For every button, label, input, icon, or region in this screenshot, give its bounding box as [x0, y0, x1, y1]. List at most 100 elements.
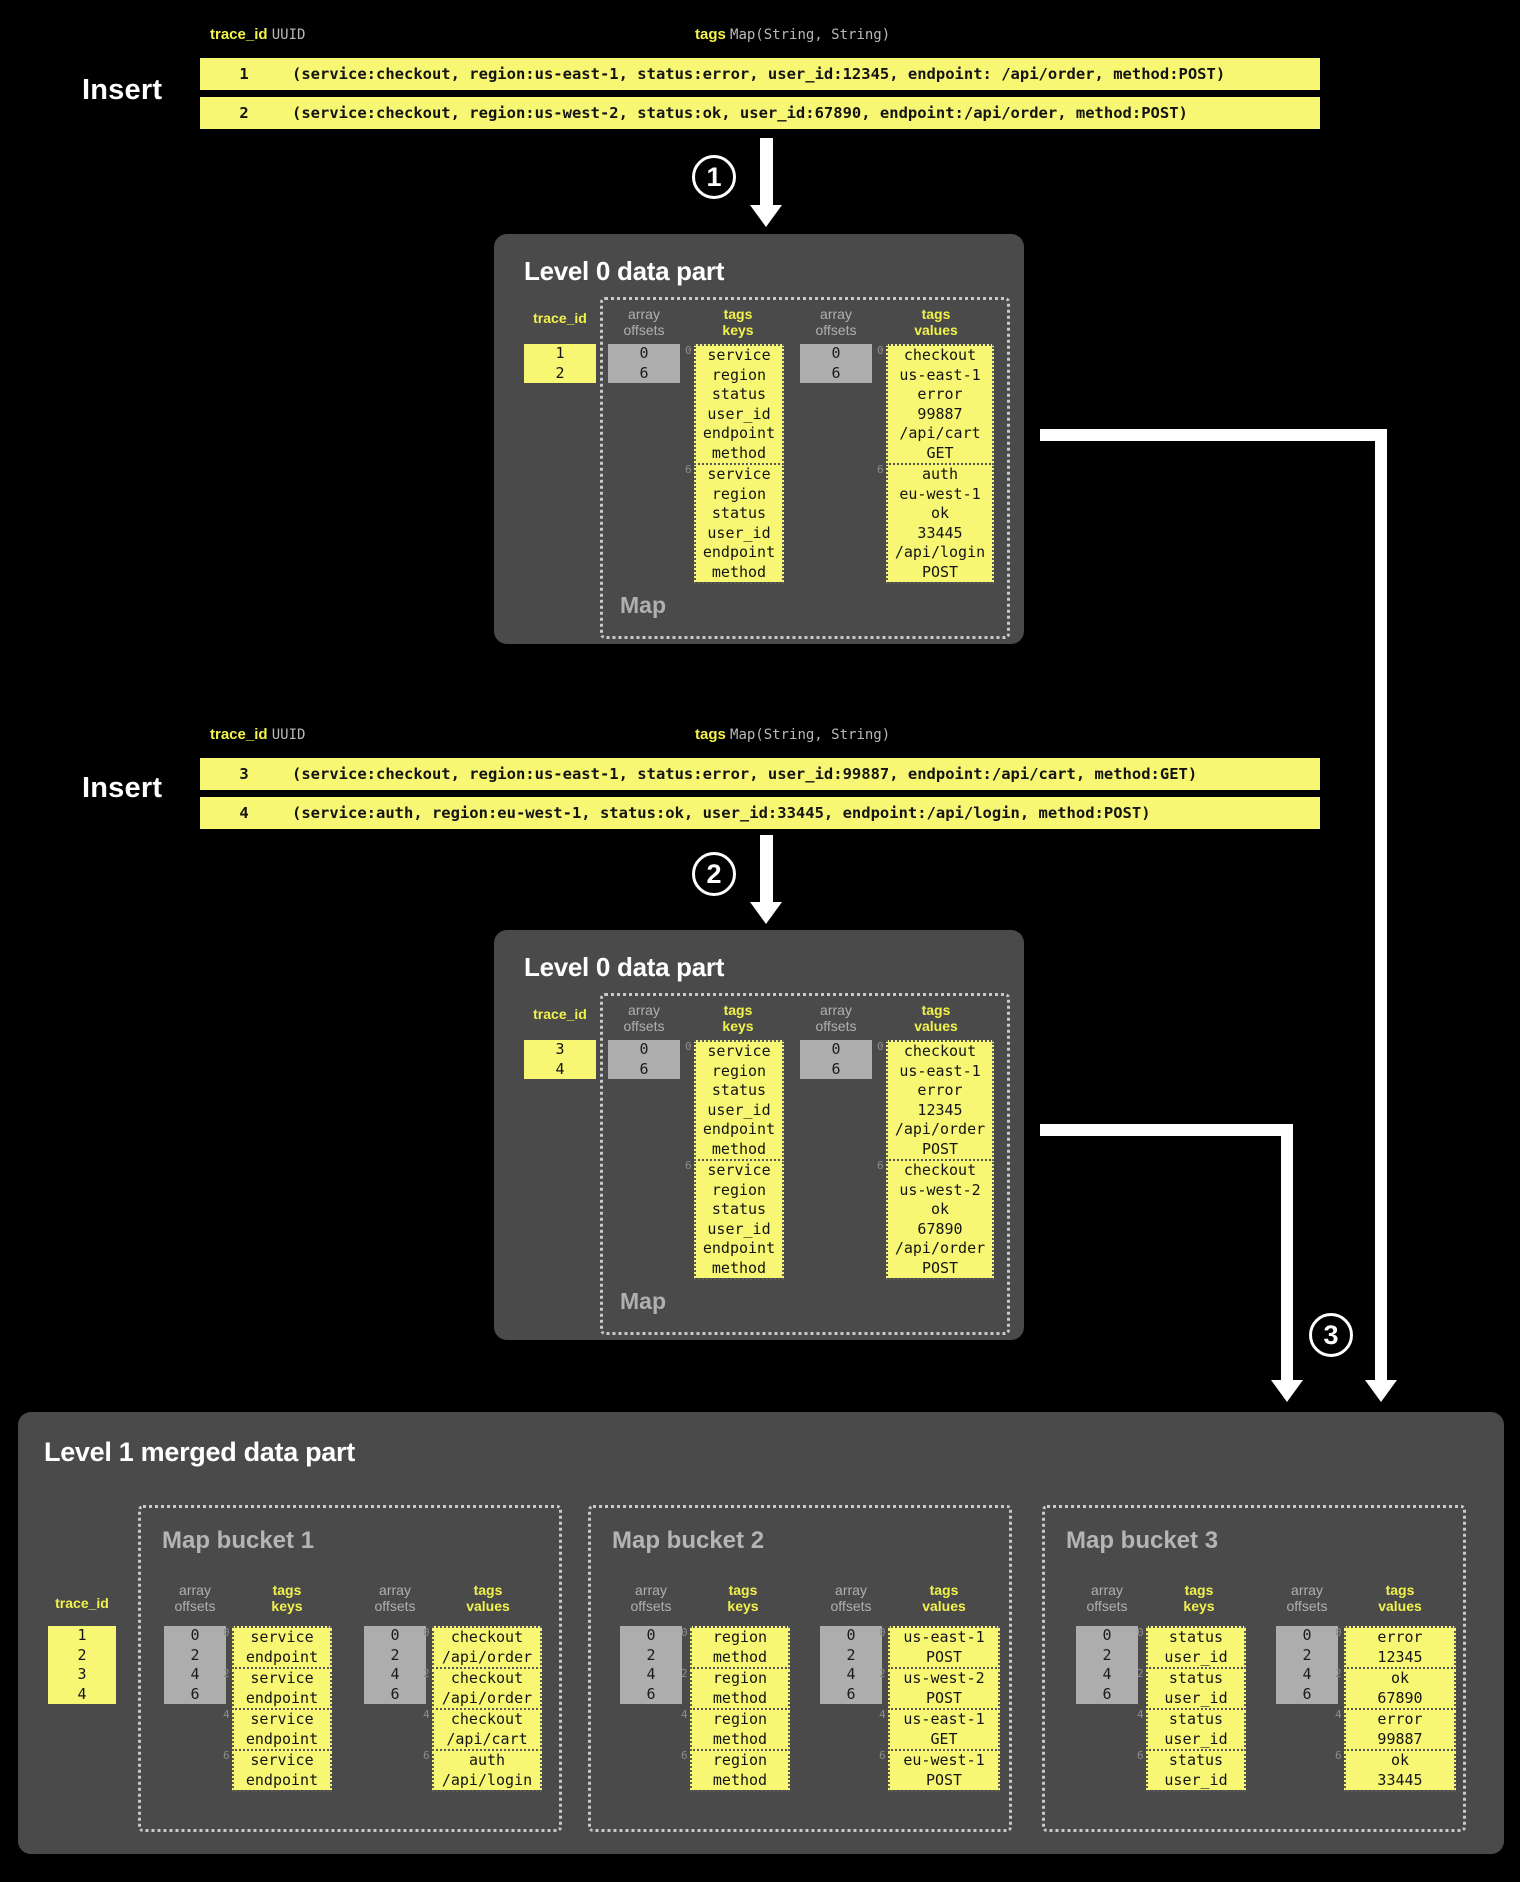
level0-part-2-map-label: Map: [620, 1288, 666, 1314]
cell: 2: [390, 1645, 400, 1664]
merge-connector-2-vertical: [1281, 1124, 1293, 1389]
level0-part-1-map-container: [600, 297, 1010, 639]
cell: us-east-1: [899, 365, 981, 384]
cell: 6: [646, 1684, 656, 1703]
cell: POST: [925, 1770, 963, 1789]
cell: 4: [555, 1059, 565, 1078]
b2tk-h2: keys: [727, 1598, 759, 1614]
level0-part-2-tags-values-header: tags values: [880, 1002, 992, 1034]
cell: region: [712, 1628, 768, 1646]
bucket-1-tags-values-header: tags values: [432, 1582, 544, 1614]
level1-merged-title: Level 1 merged data part: [44, 1437, 355, 1467]
cell: 4: [77, 1684, 87, 1703]
cell: /api/cart: [446, 1729, 528, 1748]
cell: service: [707, 346, 771, 364]
cell: POST: [921, 1139, 959, 1158]
group-offset-index: 0: [685, 344, 692, 357]
group-offset-index: 6: [1137, 1749, 1144, 1762]
cell: method: [712, 1647, 768, 1666]
tv-h1: tags: [921, 306, 951, 322]
b3tv-h1: tags: [1385, 1582, 1415, 1598]
cell: 99887: [917, 404, 963, 423]
cell: 0: [639, 1040, 649, 1058]
cell: GET: [930, 1729, 958, 1748]
insert-1-row-2-id: 2: [239, 104, 249, 122]
bucket-1-value-offsets-header: array offsets: [356, 1582, 434, 1614]
cell: method: [711, 562, 767, 581]
group-offset-index: 2: [423, 1667, 430, 1680]
cell: GET: [926, 443, 954, 462]
cell: status: [711, 1200, 767, 1218]
cell: /api/order: [441, 1647, 533, 1666]
cell: 0: [846, 1626, 856, 1644]
bucket-3-key-offsets-header: array offsets: [1068, 1582, 1146, 1614]
group-offset-index: 0: [423, 1626, 430, 1639]
cell: user_id: [707, 523, 771, 542]
group-offset-index: 0: [685, 1040, 692, 1053]
level0-part-1-trace-id-header: trace_id: [533, 310, 587, 326]
map-bucket-2-label: Map bucket 2: [612, 1527, 765, 1554]
cell: checkout: [903, 1161, 977, 1179]
group-offset-index: 6: [1335, 1749, 1342, 1762]
cell: service: [250, 1669, 314, 1687]
level0-part-2-key-offsets-header: array offsets: [608, 1002, 680, 1034]
cell: 67890: [917, 1219, 963, 1238]
cell: 3: [77, 1665, 87, 1683]
step-3-badge: 3: [1309, 1313, 1353, 1357]
cell: service: [250, 1751, 314, 1769]
step-2-badge: 2: [692, 852, 736, 896]
cell: 2: [555, 363, 565, 382]
tv2-h2: values: [914, 1018, 958, 1034]
group-offset-index: 4: [423, 1708, 430, 1721]
cell: POST: [925, 1688, 963, 1707]
merge-connector-2-horizontal: [1040, 1124, 1293, 1136]
group-offset-index: 0: [681, 1626, 688, 1639]
koff2-h1: array: [628, 1002, 660, 1018]
insert-2-row-4-id: 4: [239, 804, 249, 822]
group-offset-index: 6: [681, 1749, 688, 1762]
cell: /api/order: [441, 1688, 533, 1707]
cell: endpoint: [702, 1239, 776, 1257]
cell: 0: [646, 1626, 656, 1644]
cell: 33445: [1377, 1770, 1423, 1789]
group-offset-index: 6: [879, 1749, 886, 1762]
bucket-3-tags-keys-header: tags keys: [1148, 1582, 1250, 1614]
voff-h1: array: [820, 306, 852, 322]
bucket-3-value-offsets-header: array offsets: [1268, 1582, 1346, 1614]
group-offset-index: 0: [1335, 1626, 1342, 1639]
cell: /api/login: [441, 1770, 533, 1789]
cell: /api/cart: [899, 424, 981, 442]
group-offset-index: 2: [1137, 1667, 1144, 1680]
insert-1-tags-name: tags: [695, 26, 726, 43]
cell: status: [1168, 1669, 1224, 1687]
insert-1-trace-id-type: UUID: [271, 27, 306, 43]
cell: method: [712, 1770, 768, 1789]
cell: auth: [468, 1751, 506, 1769]
tk-h2: keys: [722, 322, 754, 338]
group-offset-index: 6: [223, 1749, 230, 1762]
